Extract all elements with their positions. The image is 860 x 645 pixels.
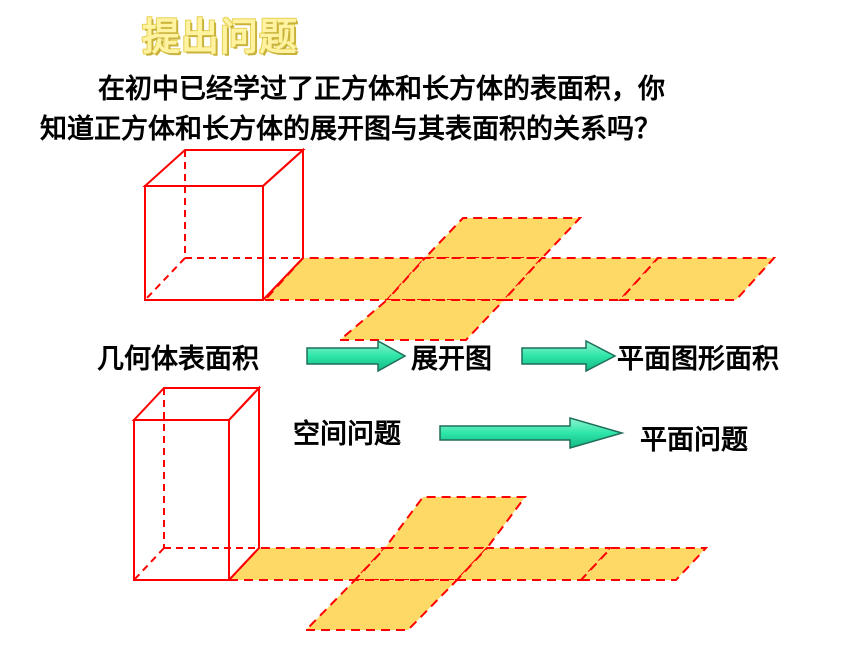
flow-label-surface-area: 几何体表面积 [97, 344, 259, 375]
question-text: 在初中已经学过了正方体和长方体的表面积，你 知道正方体和长方体的展开图与其表面积… [40, 70, 830, 150]
cube-net-face-top [422, 217, 583, 259]
flow-label-net: 展开图 [411, 344, 492, 375]
cube-right-face [262, 147, 304, 301]
cuboid-hidden-edges [133, 388, 259, 581]
cube-hidden-edges [144, 150, 303, 301]
flow-label-space-problem: 空间问题 [293, 419, 401, 450]
cuboid-front-face [133, 419, 230, 581]
question-line-2: 知道正方体和长方体的展开图与其表面积的关系吗？ [40, 114, 661, 145]
flow-label-plane-problem: 平面问题 [640, 425, 748, 456]
question-line-1: 在初中已经学过了正方体和长方体的表面积，你 [98, 74, 665, 105]
arrow-icon [306, 339, 407, 373]
cube-net-face-back [617, 257, 777, 301]
cube-solid [142, 147, 306, 301]
slide-title: 提出问题 [142, 15, 299, 59]
cuboid-net-face-bottom [303, 579, 460, 631]
cube-top-face [142, 149, 306, 187]
cuboid-solid [131, 385, 262, 581]
arrow-icon [439, 417, 625, 449]
cube-front-face [144, 185, 264, 301]
cuboid-net-face-back [578, 547, 709, 581]
cuboid-net [226, 496, 709, 631]
cuboid-top-face [131, 387, 262, 421]
cuboid-net-face-top [383, 496, 527, 549]
cuboid-right-face [228, 385, 260, 581]
flow-label-plane-area: 平面图形面积 [617, 344, 779, 375]
cube-net [262, 217, 777, 341]
arrow-icon [521, 339, 617, 373]
cube-net-face-bottom [337, 299, 507, 341]
